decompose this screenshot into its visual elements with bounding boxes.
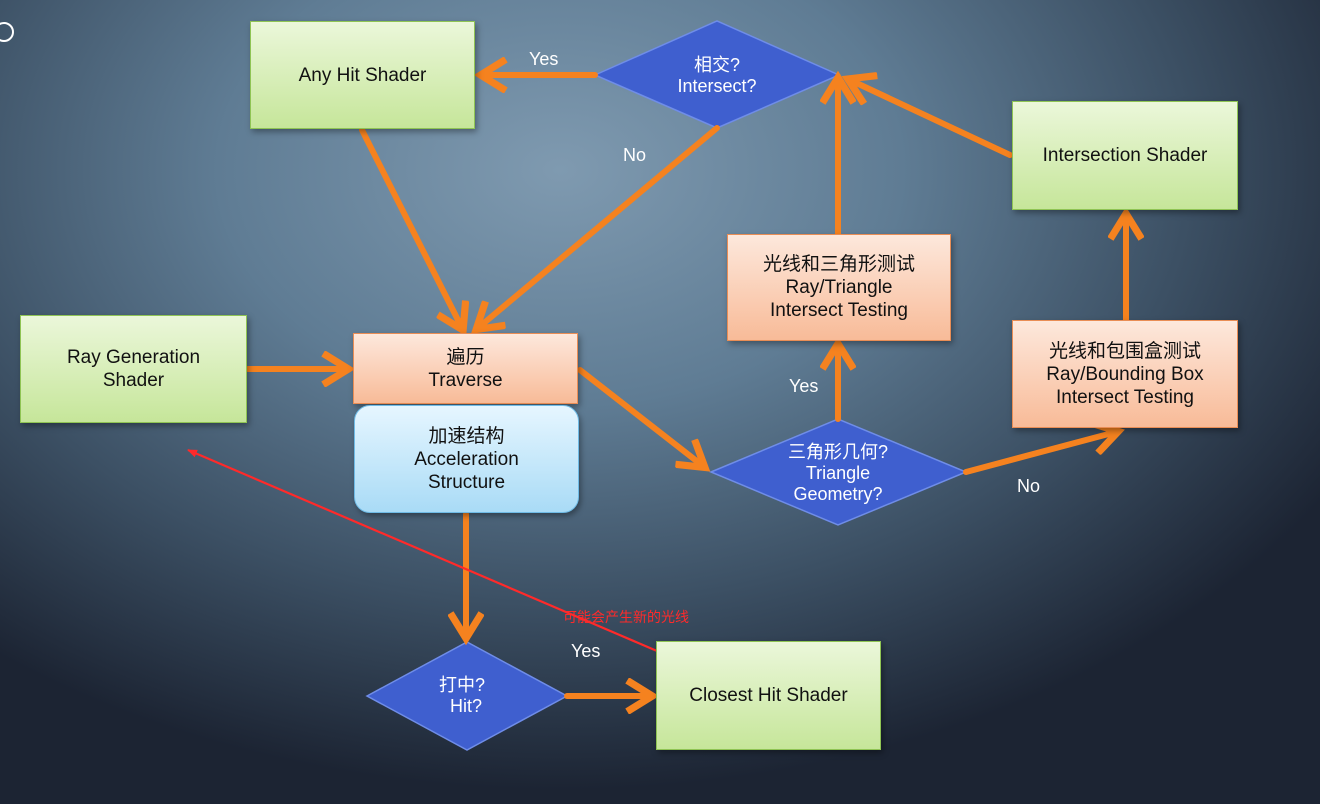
intersection-shader-box: Intersection Shader xyxy=(1012,101,1238,210)
intersect-line-1: 相交? xyxy=(693,55,740,75)
any-hit-shader-box: Any Hit Shader xyxy=(250,21,475,129)
arrow-traverse-to-triangle-geometry xyxy=(577,367,703,466)
ray-bbox-line-2: Ray/Bounding Box xyxy=(1046,363,1204,385)
hit-line-1: 打中? xyxy=(438,675,485,695)
closest-hit-shader-label: Closest Hit Shader xyxy=(689,685,848,706)
arrow-intersection-shader-to-intersect xyxy=(850,80,1013,158)
arrow-any-hit-to-traverse xyxy=(359,127,462,328)
closest-hit-shader-box: Closest Hit Shader xyxy=(656,641,881,750)
arrow-triangle-no-to-ray-bbox xyxy=(963,432,1116,475)
traverse-box: 遍历 Traverse xyxy=(353,333,578,404)
intersect-decision-label: 相交? Intersect? xyxy=(617,50,817,102)
acceleration-line-2: Acceleration xyxy=(414,448,519,470)
traverse-line-2: Traverse xyxy=(428,369,503,391)
triangle-yes-label: Yes xyxy=(789,376,819,396)
ray-triangle-line-2: Ray/Triangle xyxy=(785,277,893,298)
intersect-no-label: No xyxy=(623,145,647,165)
annotation-new-ray-arrow xyxy=(187,448,658,653)
triangle-geometry-line-2: Triangle xyxy=(805,462,871,483)
hit-decision-label: 打中? Hit? xyxy=(402,673,522,719)
ray-bbox-line-1: 光线和包围盒测试 xyxy=(1048,340,1201,362)
traverse-line-1: 遍历 xyxy=(446,346,485,368)
triangle-geometry-line-3: Geometry? xyxy=(793,483,883,504)
ray-generation-line-2: Shader xyxy=(102,370,165,391)
acceleration-line-3: Structure xyxy=(427,471,506,493)
acceleration-line-1: 加速结构 xyxy=(428,425,505,447)
corner-ring-icon xyxy=(0,22,14,42)
triangle-geometry-line-1: 三角形几何? xyxy=(787,441,888,462)
hit-yes-label: Yes xyxy=(571,641,601,661)
intersect-yes-label: Yes xyxy=(529,49,559,69)
hit-line-2: Hit? xyxy=(449,696,482,716)
ray-generation-line-1: Ray Generation xyxy=(66,347,201,368)
triangle-no-label: No xyxy=(1017,476,1041,496)
acceleration-structure-box: 加速结构 Acceleration Structure xyxy=(354,405,579,513)
ray-bbox-line-3: Intersect Testing xyxy=(1055,386,1194,408)
ray-triangle-line-1: 光线和三角形测试 xyxy=(762,254,915,275)
intersect-line-2: Intersect? xyxy=(677,76,757,96)
intersection-shader-label: Intersection Shader xyxy=(1042,145,1208,166)
new-ray-annotation: 可能会产生新的光线 xyxy=(563,609,689,625)
ray-bounding-box-test-box: 光线和包围盒测试 Ray/Bounding Box Intersect Test… xyxy=(1012,320,1238,428)
any-hit-shader-label: Any Hit Shader xyxy=(298,64,427,86)
ray-triangle-line-3: Intersect Testing xyxy=(769,300,908,321)
ray-generation-shader-box: Ray Generation Shader xyxy=(20,315,247,423)
triangle-geometry-decision-label: 三角形几何? Triangle Geometry? xyxy=(738,440,938,506)
arrow-intersect-no-to-traverse xyxy=(478,125,720,328)
ray-triangle-test-box: 光线和三角形测试 Ray/Triangle Intersect Testing xyxy=(727,234,951,341)
